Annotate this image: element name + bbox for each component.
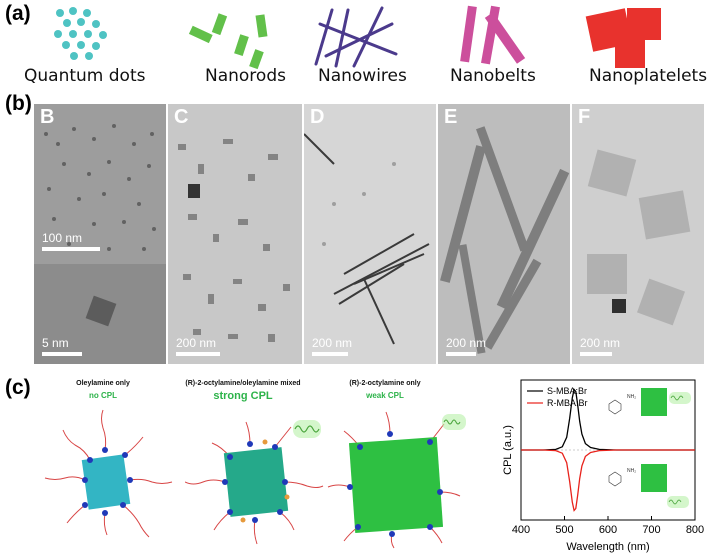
tem-f-scale-label: 200 nm <box>580 336 621 350</box>
tem-b-scale-label: 100 nm <box>42 231 83 245</box>
np3-illustration <box>327 411 466 549</box>
series-line-0 <box>521 388 695 451</box>
nanowires-label: Nanowires <box>318 66 407 86</box>
legend-label-r: R-MBA:Br <box>547 398 588 408</box>
series-line-1 <box>521 449 695 512</box>
quantum-dots-label: Quantum dots <box>24 66 146 86</box>
tem-d-scale-label: 200 nm <box>312 336 353 350</box>
tem-image-e: E 200 nm <box>438 104 570 364</box>
np2-illustration <box>185 420 324 545</box>
nanorods-illustration <box>188 13 268 70</box>
tem-image-b: B 100 nm 5 nm <box>34 104 166 364</box>
nanoplatelets-label: Nanoplatelets <box>589 66 708 86</box>
x-tick-label: 400 <box>512 524 530 536</box>
tem-image-c: C 200 nm <box>168 104 302 364</box>
svg-text:NH₂: NH₂ <box>627 468 636 474</box>
chart-inset-lower: NH₂ <box>608 464 689 508</box>
nanowires-illustration <box>314 6 398 68</box>
np3-cpl-glow <box>442 414 466 430</box>
np3-subtitle: weak CPL <box>366 391 404 400</box>
x-axis-label: Wavelength (nm) <box>566 541 649 553</box>
panel-a-label: (a) <box>5 2 31 25</box>
tem-e-letter: E <box>444 106 458 128</box>
x-tick-label: 600 <box>599 524 617 536</box>
nanobelts-label: Nanobelts <box>450 66 536 86</box>
nanobelts-illustration <box>460 5 526 65</box>
tem-f-scalebar <box>580 352 612 356</box>
y-axis-label: CPL (a.u.) <box>502 425 514 475</box>
chart-inset-upper: NH₂ <box>608 388 691 416</box>
nanorods-label: Nanorods <box>205 66 286 86</box>
tem-d-scalebar <box>312 352 348 356</box>
tem-image-f: F 200 nm <box>572 104 704 364</box>
np2-subtitle: strong CPL <box>213 390 273 402</box>
panel-b-label: (b) <box>5 92 32 115</box>
tem-b-letter: B <box>40 106 55 128</box>
x-tick-label: 800 <box>686 524 704 536</box>
tem-b-inset-scale-label: 5 nm <box>42 336 69 350</box>
tem-b-scalebar <box>42 247 100 251</box>
inset-cube-upper <box>641 388 667 416</box>
chart-legend: S-MBA:Br R-MBA:Br <box>527 386 588 408</box>
tem-c-scale-label: 200 nm <box>176 336 217 350</box>
np1-title: Oleylamine only <box>76 380 130 387</box>
panel-c-label: (c) <box>5 376 31 399</box>
tem-f-letter: F <box>578 106 591 128</box>
svg-text:NH₂: NH₂ <box>627 394 636 400</box>
legend-label-s: S-MBA:Br <box>547 386 587 396</box>
cpl-chart: 400 500 600 700 800 S-MBA:Br R-MBA:Br NH₂ NH… <box>502 379 704 553</box>
inset-cube-lower <box>641 464 667 492</box>
x-tick-label: 700 <box>642 524 660 536</box>
np1-subtitle: no CPL <box>89 391 117 400</box>
quantum-dots-illustration <box>54 7 107 60</box>
tem-d-letter: D <box>310 106 325 128</box>
tem-c-scalebar <box>176 352 220 356</box>
tem-b-inset-scalebar <box>42 352 82 356</box>
tem-e-scale-label: 200 nm <box>446 336 487 350</box>
np1-illustration <box>44 409 173 538</box>
np2-title: (R)-2-octylamine/oleylamine mixed <box>185 380 301 387</box>
tem-image-d: D 200 nm <box>304 104 436 364</box>
tem-c-letter: C <box>174 106 189 128</box>
np3-title: (R)-2-octylamine only <box>349 380 421 387</box>
x-tick-label: 500 <box>555 524 573 536</box>
nanoplatelets-illustration <box>585 8 661 68</box>
tem-e-scalebar <box>446 352 476 356</box>
